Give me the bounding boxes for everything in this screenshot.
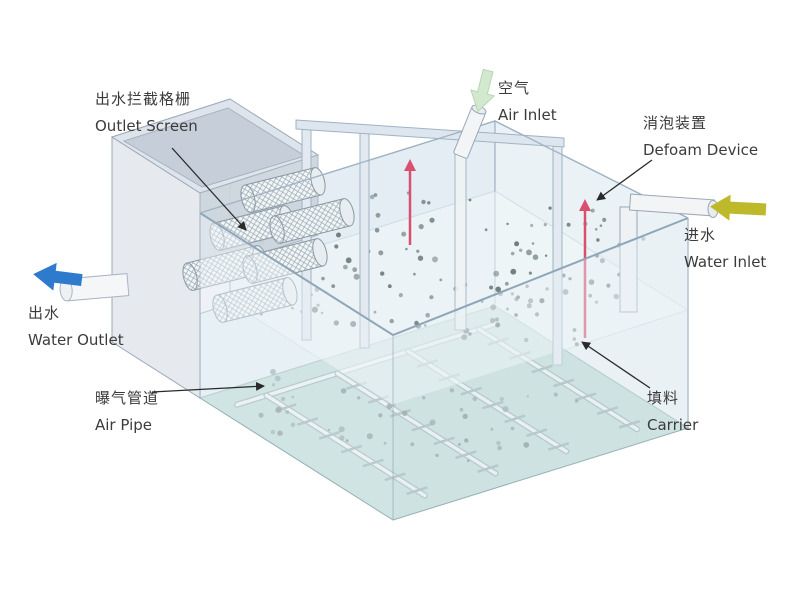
defoam-devices [404, 159, 591, 338]
label-air-pipe-en: Air Pipe [95, 416, 152, 434]
label-air-inlet: 空气 Air Inlet [498, 75, 557, 129]
water-inlet-arrow [710, 194, 767, 221]
leader-defoam-device [596, 159, 653, 201]
inlet-down-pipe [619, 206, 638, 313]
label-outlet-screen-zh: 出水拦截格栅 [95, 90, 192, 108]
label-defoam-device: 消泡装置 Defoam Device [643, 110, 758, 164]
label-carrier-zh: 填料 [647, 389, 680, 407]
tank-rim-far-edge [199, 120, 689, 219]
label-water-outlet: 出水 Water Outlet [28, 300, 124, 354]
carrier-dots-lower [256, 368, 579, 463]
label-outlet-screen-en: Outlet Screen [95, 117, 198, 135]
label-air-pipe-zh: 曝气管道 [95, 389, 160, 407]
outlet-chamber [110, 98, 320, 399]
label-carrier-en: Carrier [647, 416, 699, 434]
tank-rim-near-edge [199, 212, 689, 337]
label-outlet-screen: 出水拦截格栅 Outlet Screen [95, 86, 198, 140]
label-air-inlet-en: Air Inlet [498, 106, 557, 124]
air-drop-pipe [454, 149, 467, 331]
label-carrier: 填料 Carrier [647, 385, 698, 439]
label-defoam-device-zh: 消泡装置 [643, 114, 708, 132]
leader-air-pipe [151, 381, 265, 393]
label-air-inlet-zh: 空气 [498, 79, 531, 97]
water-outlet-arrow [33, 262, 83, 291]
label-water-inlet-en: Water Inlet [684, 253, 767, 271]
leader-carrier [581, 341, 651, 389]
leader-outlet-screen [171, 147, 247, 231]
label-water-inlet-zh: 进水 [684, 226, 717, 244]
air-inlet-arrow [470, 68, 496, 113]
label-water-inlet: 进水 Water Inlet [684, 222, 766, 276]
label-defoam-device-en: Defoam Device [643, 141, 759, 159]
chamber-opening [122, 107, 307, 188]
label-water-outlet-en: Water Outlet [28, 331, 124, 349]
label-air-pipe: 曝气管道 Air Pipe [95, 385, 159, 439]
label-water-outlet-zh: 出水 [28, 304, 61, 322]
water-surface [198, 190, 690, 406]
